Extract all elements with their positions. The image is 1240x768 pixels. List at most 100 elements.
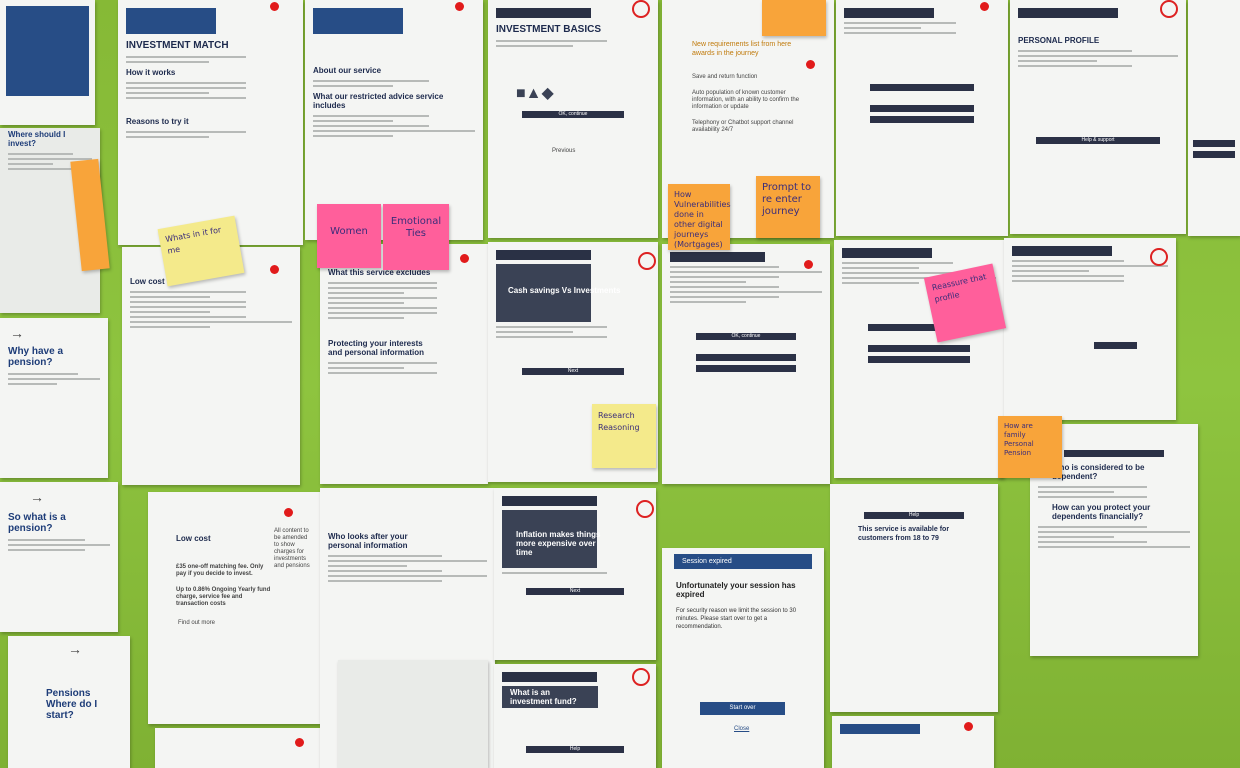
left-strip-sheet-5: → Pensions Where do I start? — [8, 636, 130, 768]
red-dot — [270, 265, 279, 274]
sheet-what-excludes: What this service excludes Protecting yo… — [320, 244, 488, 484]
help-support-button[interactable] — [695, 354, 797, 361]
sheet-header — [1012, 246, 1112, 256]
sheet-what-is-fund: What is an investment fund? Help — [494, 664, 656, 768]
sheet-overlap — [338, 660, 488, 768]
about-service-subtitle: What our restricted advice service inclu… — [313, 92, 444, 110]
red-ring — [1160, 0, 1178, 18]
arrow-icon: → — [10, 325, 24, 341]
arrow-icon: → — [68, 641, 82, 657]
sheet-header — [842, 248, 932, 258]
reasons-heading: Reasons to try it — [126, 117, 189, 126]
strip-question-invest: Where should I invest? — [8, 130, 66, 148]
sheet-header — [126, 8, 216, 34]
previous-link[interactable]: Previous — [552, 148, 576, 154]
sticky-top — [762, 0, 826, 36]
session-expired-title: Session expired — [674, 554, 812, 569]
help-button[interactable] — [1063, 450, 1165, 457]
ok-continue-button[interactable]: OK, continue — [522, 111, 624, 118]
session-expired-heading: Unfortunately your session has expired — [676, 581, 796, 599]
requirement-item-3: Telephony or Chatbot support channel ava… — [692, 120, 794, 133]
help-button[interactable] — [1193, 140, 1235, 147]
sticky-family: How are family Personal Pension — [998, 416, 1062, 478]
help-button[interactable]: Help — [863, 512, 965, 519]
low-cost-small-title: Low cost — [130, 277, 165, 286]
investment-basics-title: INVESTMENT BASICS — [496, 24, 602, 35]
red-dot — [270, 2, 279, 11]
requirements-heading: New requirements list from here awards i… — [692, 41, 792, 57]
sheet-header — [502, 496, 597, 506]
red-dot — [455, 2, 464, 11]
cash-savings-title: Cash savings Vs Investments — [508, 286, 621, 295]
inflation-title: Inflation makes things more expensive ov… — [516, 530, 601, 557]
left-strip-sheet-3: → Why have a pension? — [0, 318, 108, 478]
sticky-research: Research Reasoning — [592, 404, 656, 468]
shapes-icon: ■▲◆ — [516, 85, 554, 102]
sheet-investment-match: INVESTMENT MATCH How it works Reasons to… — [118, 0, 303, 245]
next-button[interactable]: Next — [522, 368, 624, 375]
what-is-fund-title: What is an investment fund? — [502, 686, 598, 708]
contact-button[interactable] — [1193, 151, 1235, 158]
help-button[interactable]: Help — [526, 746, 624, 753]
about-service-title: About our service — [313, 66, 382, 75]
next-button[interactable] — [868, 324, 970, 331]
what-excludes-title: What this service excludes — [328, 268, 431, 277]
sheet-personal-profile: PERSONAL PROFILE Help & support — [1010, 0, 1186, 234]
sheet-header — [502, 672, 597, 682]
sheet-inflation: Inflation makes things more expensive ov… — [494, 488, 656, 660]
left-strip-sheet-4: → So what is a pension? — [0, 482, 118, 632]
sticky-prompt: Prompt to re enter journey — [756, 176, 820, 238]
strip-question-where: Pensions Where do I start? — [46, 688, 98, 721]
red-ring — [638, 252, 656, 270]
start-over-button[interactable]: Start over — [700, 702, 785, 715]
ok-continue-button[interactable]: OK, continue — [695, 333, 797, 340]
left-strip-sheet-1 — [0, 0, 95, 125]
close-link[interactable]: Close — [734, 726, 750, 732]
next-button[interactable]: Next — [526, 588, 624, 595]
requirement-item-1: Save and return function — [692, 74, 758, 80]
inflation-illustration — [502, 510, 597, 568]
help-support-button[interactable]: Help & support — [1036, 137, 1160, 144]
red-dot — [806, 60, 815, 69]
personal-profile-title: PERSONAL PROFILE — [1018, 36, 1100, 45]
availability-text: This service is available for customers … — [858, 526, 950, 542]
red-ring — [632, 668, 650, 686]
strip-question-what: So what is a pension? — [8, 512, 66, 534]
sticky-women: Women — [317, 204, 381, 268]
dependents-heading: Who is considered to be dependent? — [1052, 463, 1145, 481]
find-out-more-link[interactable]: Find out more — [178, 620, 216, 626]
looks-after-title: Who looks after your personal informatio… — [328, 532, 408, 550]
red-ring — [1150, 248, 1168, 266]
sticky-emotional-ties: Emotional Ties — [383, 204, 449, 270]
continue-button[interactable] — [1094, 342, 1137, 349]
red-dot — [284, 508, 293, 517]
photo-block — [6, 6, 89, 96]
help-support-button[interactable] — [870, 105, 974, 112]
sheet-header — [496, 8, 591, 18]
sheet-help-available: Help This service is available for custo… — [830, 484, 998, 712]
help-support-button[interactable] — [868, 345, 970, 352]
sheet-header — [840, 724, 920, 734]
sheet-low-cost-small: Low cost — [122, 247, 300, 485]
contact-us-button[interactable] — [870, 116, 974, 123]
contact-us-button[interactable] — [868, 356, 970, 363]
sheet-header — [1018, 8, 1118, 18]
session-expired-body: For security reason we limit the session… — [676, 608, 797, 630]
contact-us-button[interactable] — [695, 365, 797, 372]
sheet-about-service: About our service What our restricted ad… — [305, 0, 483, 240]
sheet-session-expired: Session expired Unfortunately your sessi… — [662, 548, 824, 768]
red-dot — [295, 738, 304, 747]
protecting-title: Protecting your interests and personal i… — [328, 339, 425, 357]
sheet-header — [844, 8, 934, 18]
next-button[interactable] — [870, 84, 974, 91]
sheet-investment-basics: INVESTMENT BASICS ■▲◆ OK, continue Previ… — [488, 0, 658, 238]
red-dot — [804, 260, 813, 269]
red-ring — [636, 500, 654, 518]
red-dot — [964, 722, 973, 731]
red-ring — [632, 0, 650, 18]
low-cost-title: Low cost — [176, 534, 211, 543]
sheet-low-cost: Low cost £35 one-off matching fee. Only … — [148, 492, 320, 724]
sheet-header — [670, 252, 765, 262]
protect-heading: How can you protect your dependents fina… — [1052, 503, 1151, 521]
strip-question-why: Why have a pension? — [8, 346, 64, 368]
